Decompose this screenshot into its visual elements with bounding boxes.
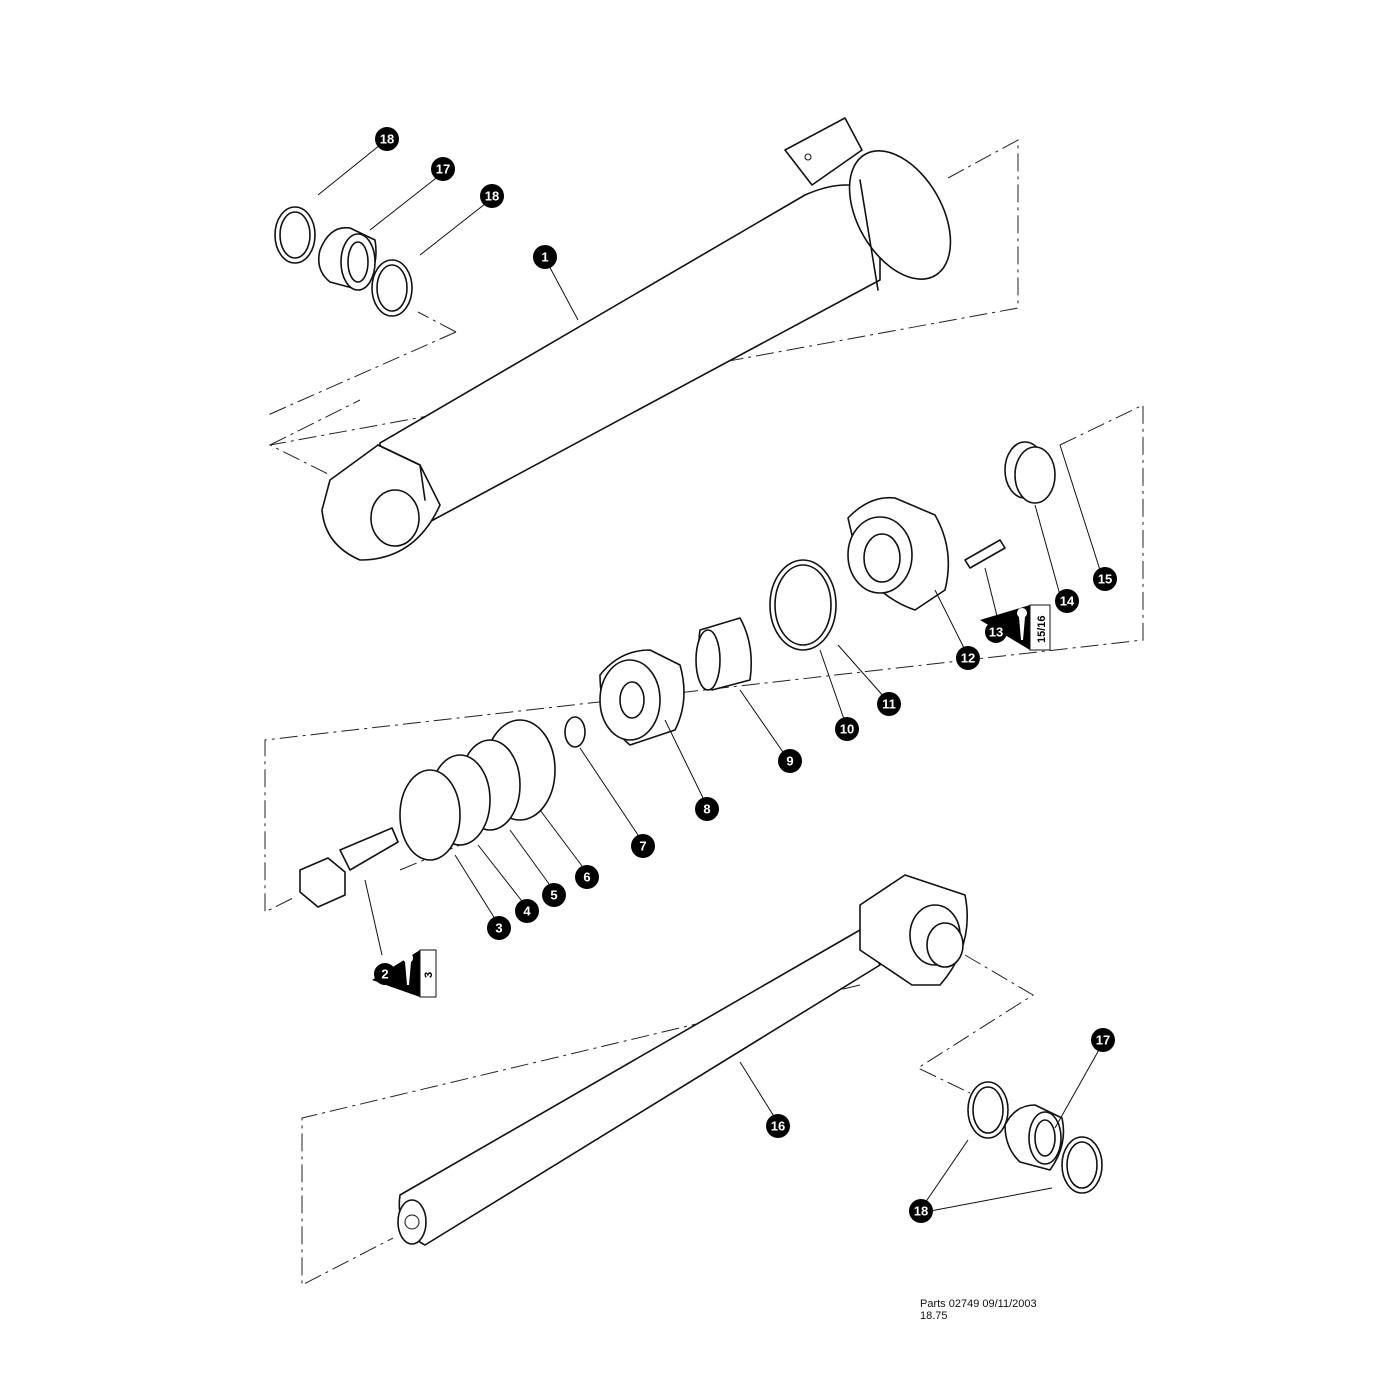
callout-3: 3: [487, 916, 511, 940]
callout-16: 16: [766, 1114, 790, 1138]
cylinder-head-group: [769, 441, 1056, 651]
tool-label-13: 15/16: [1036, 615, 1048, 643]
svg-text:15: 15: [1098, 572, 1112, 587]
piston-group: [299, 617, 753, 908]
callout-7: 7: [631, 834, 655, 858]
svg-text:1: 1: [541, 250, 548, 265]
callout-11: 11: [877, 692, 901, 716]
svg-text:10: 10: [840, 722, 854, 737]
wrench-icon: [1016, 608, 1027, 640]
svg-text:6: 6: [583, 870, 590, 885]
callout-10: 10: [835, 717, 859, 741]
drawing-reference: Parts 02749 09/11/2003 18.75: [920, 1298, 1037, 1322]
callouts: 18 17 18 1 15 14 13 12 11 10 9 8 7 6 5 4…: [374, 127, 1117, 1223]
svg-text:8: 8: [703, 802, 710, 817]
drawing-reference-line1: Parts 02749 09/11/2003: [920, 1298, 1037, 1310]
leader-lines: [317, 144, 1101, 1213]
svg-text:13: 13: [989, 625, 1003, 640]
svg-text:2: 2: [381, 967, 388, 982]
svg-text:3: 3: [495, 921, 502, 936]
svg-text:12: 12: [961, 651, 975, 666]
callout-14: 14: [1055, 589, 1079, 613]
bushing-set-bottom: [967, 1081, 1103, 1194]
svg-text:9: 9: [786, 754, 793, 769]
svg-text:17: 17: [436, 162, 450, 177]
drawing-reference-line2: 18.75: [920, 1310, 948, 1322]
cylinder-barrel: [321, 117, 952, 561]
callout-4: 4: [515, 899, 539, 923]
svg-text:5: 5: [550, 888, 557, 903]
svg-text:16: 16: [771, 1119, 785, 1134]
callout-2: 2: [374, 963, 396, 985]
callout-9: 9: [778, 749, 802, 773]
callout-13: 13: [985, 621, 1007, 643]
callout-5: 5: [542, 883, 566, 907]
svg-text:11: 11: [882, 697, 896, 712]
svg-text:7: 7: [639, 839, 646, 854]
callout-15: 15: [1093, 567, 1117, 591]
svg-text:14: 14: [1060, 594, 1075, 609]
callout-17: 17: [1091, 1028, 1115, 1052]
svg-text:4: 4: [523, 904, 531, 919]
callout-18: 18: [480, 184, 504, 208]
callout-12: 12: [956, 646, 980, 670]
tool-label-2: 3: [423, 972, 435, 978]
callout-18: 18: [375, 127, 399, 151]
svg-text:18: 18: [914, 1204, 928, 1219]
bushing-set-top: [274, 206, 413, 317]
piston-rod: [397, 874, 968, 1246]
svg-text:18: 18: [485, 189, 499, 204]
callout-17: 17: [431, 157, 455, 181]
callout-6: 6: [575, 865, 599, 889]
wrench-icon: [403, 953, 413, 985]
callout-8: 8: [695, 797, 719, 821]
callout-1: 1: [533, 245, 557, 269]
assembly-axis-lines: [264, 139, 1144, 1286]
tool-badge-2: 3: [372, 949, 437, 998]
svg-text:18: 18: [380, 132, 394, 147]
svg-text:17: 17: [1096, 1033, 1110, 1048]
callout-18: 18: [909, 1199, 933, 1223]
